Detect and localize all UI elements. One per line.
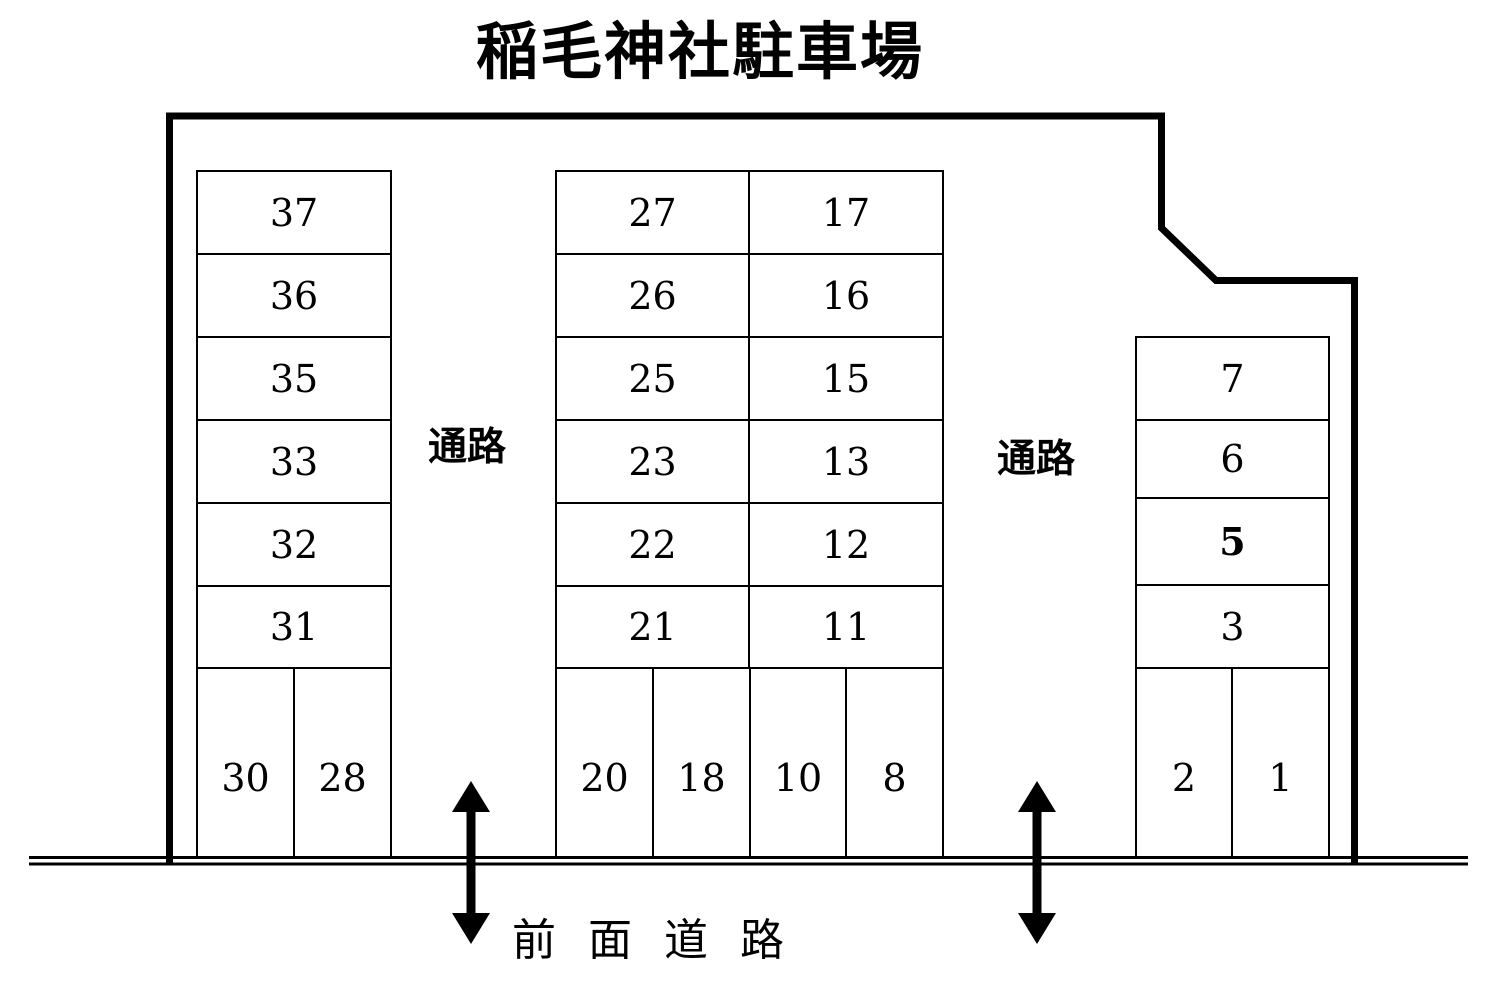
parking-space-10: 10 — [749, 667, 847, 858]
parking-space-5: 5 — [1135, 497, 1330, 586]
parking-space-28: 28 — [293, 667, 392, 858]
parking-space-7: 7 — [1135, 336, 1330, 421]
parking-space-17: 17 — [748, 170, 944, 255]
entrance-arrow-left-icon — [452, 781, 490, 944]
parking-space-15: 15 — [748, 336, 944, 421]
parking-space-1: 1 — [1231, 667, 1330, 858]
parking-space-35: 35 — [196, 336, 392, 421]
front-road-label: 前面道路 — [512, 915, 816, 966]
parking-space-25: 25 — [555, 336, 750, 421]
parking-space-31: 31 — [196, 585, 392, 669]
parking-space-2: 2 — [1135, 667, 1233, 858]
page-title: 稲毛神社駐車場 — [475, 15, 924, 88]
parking-space-32: 32 — [196, 502, 392, 587]
lot-boundary-outline — [166, 112, 1358, 864]
parking-space-8: 8 — [845, 667, 944, 858]
parking-space-27: 27 — [555, 170, 750, 255]
parking-space-12: 12 — [748, 502, 944, 587]
parking-space-30: 30 — [196, 667, 295, 858]
parking-space-16: 16 — [748, 253, 944, 338]
parking-space-21: 21 — [555, 585, 750, 669]
parking-space-22: 22 — [555, 502, 750, 587]
parking-space-3: 3 — [1135, 584, 1330, 669]
parking-space-23: 23 — [555, 419, 750, 504]
parking-space-33: 33 — [196, 419, 392, 504]
aisle-label-left: 通路 — [427, 424, 506, 470]
entrance-arrow-right-icon — [1018, 781, 1056, 944]
parking-space-20: 20 — [555, 667, 654, 858]
parking-space-37: 37 — [196, 170, 392, 255]
parking-space-36: 36 — [196, 253, 392, 338]
parking-space-26: 26 — [555, 253, 750, 338]
parking-space-13: 13 — [748, 419, 944, 504]
aisle-label-right: 通路 — [996, 436, 1075, 482]
parking-space-11: 11 — [748, 585, 944, 669]
parking-space-18: 18 — [652, 667, 751, 858]
parking-space-6: 6 — [1135, 419, 1330, 499]
